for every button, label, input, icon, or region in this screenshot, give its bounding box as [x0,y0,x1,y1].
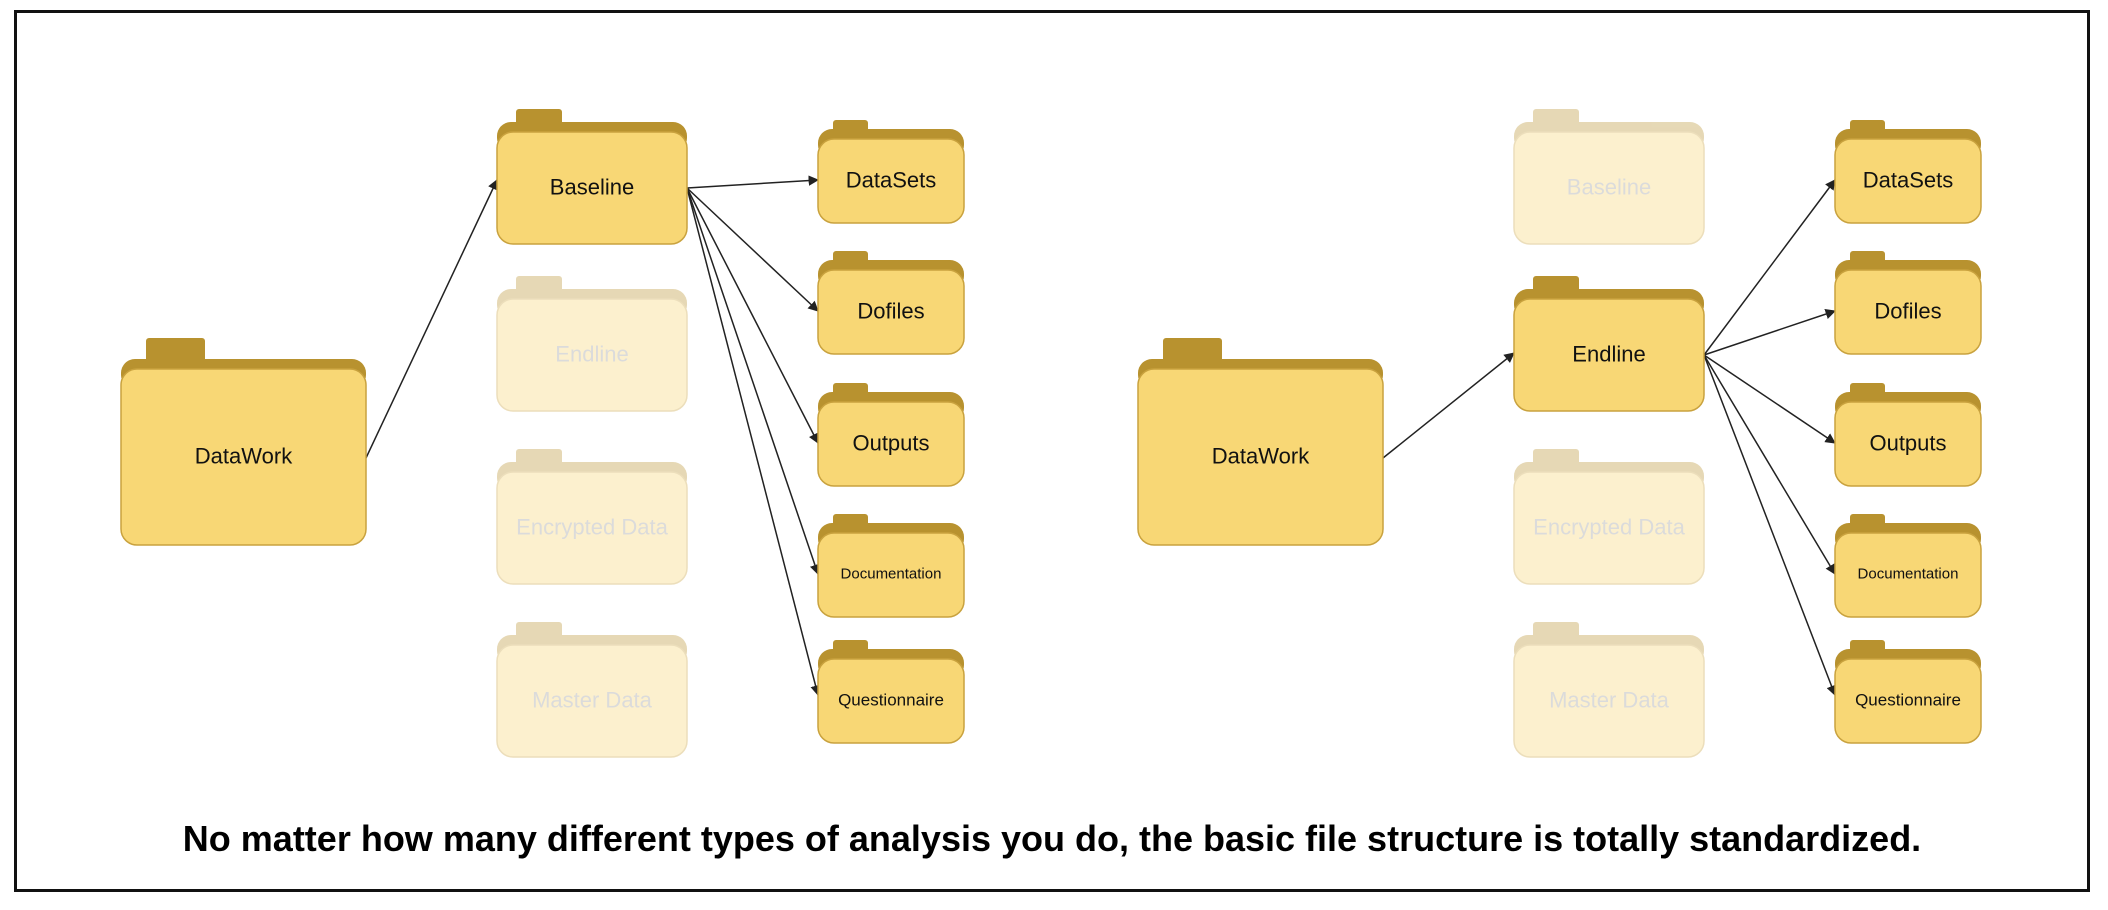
arrow-root-to-round [365,179,498,459]
folder-label: Dofiles [1874,298,1941,323]
folder-tab [1533,449,1579,474]
folder-label: DataSets [846,167,937,192]
folder-baseline: Baseline [496,109,688,245]
folder-root-datawork: DataWork [120,338,367,546]
folder-back [1514,462,1704,492]
folder-tab [516,276,562,301]
arrow-round-to-datasets [1703,179,1836,356]
folder-endline: Endline [496,276,688,412]
folder-datasets: DataSets [1834,120,1982,224]
arrow-root-to-round [1382,352,1515,459]
folder-body [1513,471,1705,585]
folder-body [1834,138,1982,224]
arrow-round-to-questionnaire [686,187,821,697]
folder-label: Questionnaire [838,690,944,709]
folder-label: DataWork [195,443,293,468]
folder-encrypted-data: Encrypted Data [496,449,688,585]
folder-body [1834,658,1982,744]
folder-tab [516,449,562,474]
folder-body [1513,644,1705,758]
arrow-round-to-outputs [1703,354,1836,444]
folder-body [496,644,688,758]
folder-body [817,532,965,618]
folder-label: Outputs [852,430,929,455]
folder-body [817,269,965,355]
folder-back [1514,122,1704,152]
folder-body [817,138,965,224]
folder-outputs: Outputs [817,383,965,487]
folder-body [1513,131,1705,245]
folder-master-data: Master Data [496,622,688,758]
folder-label: Baseline [1567,174,1651,199]
caption: No matter how many different types of an… [182,818,1922,859]
folder-documentation: Documentation [817,514,965,618]
folder-label: Master Data [1549,687,1670,712]
folder-label: DataSets [1863,167,1954,192]
folder-dofiles: Dofiles [1834,251,1982,355]
folder-body [1834,532,1982,618]
folder-outputs: Outputs [1834,383,1982,487]
folder-tab [516,622,562,647]
folder-back [497,635,687,665]
folder-label: Encrypted Data [516,514,668,539]
folder-label: DataWork [1212,443,1310,468]
folder-dofiles: Dofiles [817,251,965,355]
folder-back [497,462,687,492]
folder-body [1834,269,1982,355]
folder-label: Outputs [1869,430,1946,455]
folder-label: Questionnaire [1855,690,1961,709]
folder-tab [1533,109,1579,134]
arrow-round-to-documentation [1703,354,1836,575]
folder-root-datawork: DataWork [1137,338,1384,546]
folder-label: Endline [555,341,628,366]
arrow-round-to-dofiles [686,187,819,312]
arrow-round-to-datasets [686,175,820,189]
arrow-round-to-dofiles [1703,309,1836,356]
arrow-round-to-questionnaire [1703,354,1837,696]
folder-body [817,658,965,744]
folder-body [1513,298,1705,412]
folder-body [1834,401,1982,487]
folder-back [1514,635,1704,665]
folder-endline: Endline [1513,276,1705,412]
folder-body [496,471,688,585]
folder-body [496,131,688,245]
folder-back [497,289,687,319]
folder-body [817,401,965,487]
arrow-round-to-documentation [686,187,820,575]
folder-label: Dofiles [857,298,924,323]
folder-baseline: Baseline [1513,109,1705,245]
folder-label: Baseline [550,174,634,199]
folder-label: Master Data [532,687,653,712]
folder-label: Endline [1572,341,1645,366]
folder-label: Encrypted Data [1533,514,1685,539]
folder-label: Documentation [1858,566,1959,583]
folder-body [1137,368,1384,546]
folder-tab [1533,622,1579,647]
folder-documentation: Documentation [1834,514,1982,618]
folder-questionnaire: Questionnaire [817,640,965,744]
folder-body [496,298,688,412]
folder-label: Documentation [841,566,942,583]
folder-questionnaire: Questionnaire [1834,640,1982,744]
arrow-round-to-outputs [686,187,819,444]
folder-encrypted-data: Encrypted Data [1513,449,1705,585]
folder-body [120,368,367,546]
folder-datasets: DataSets [817,120,965,224]
folder-master-data: Master Data [1513,622,1705,758]
